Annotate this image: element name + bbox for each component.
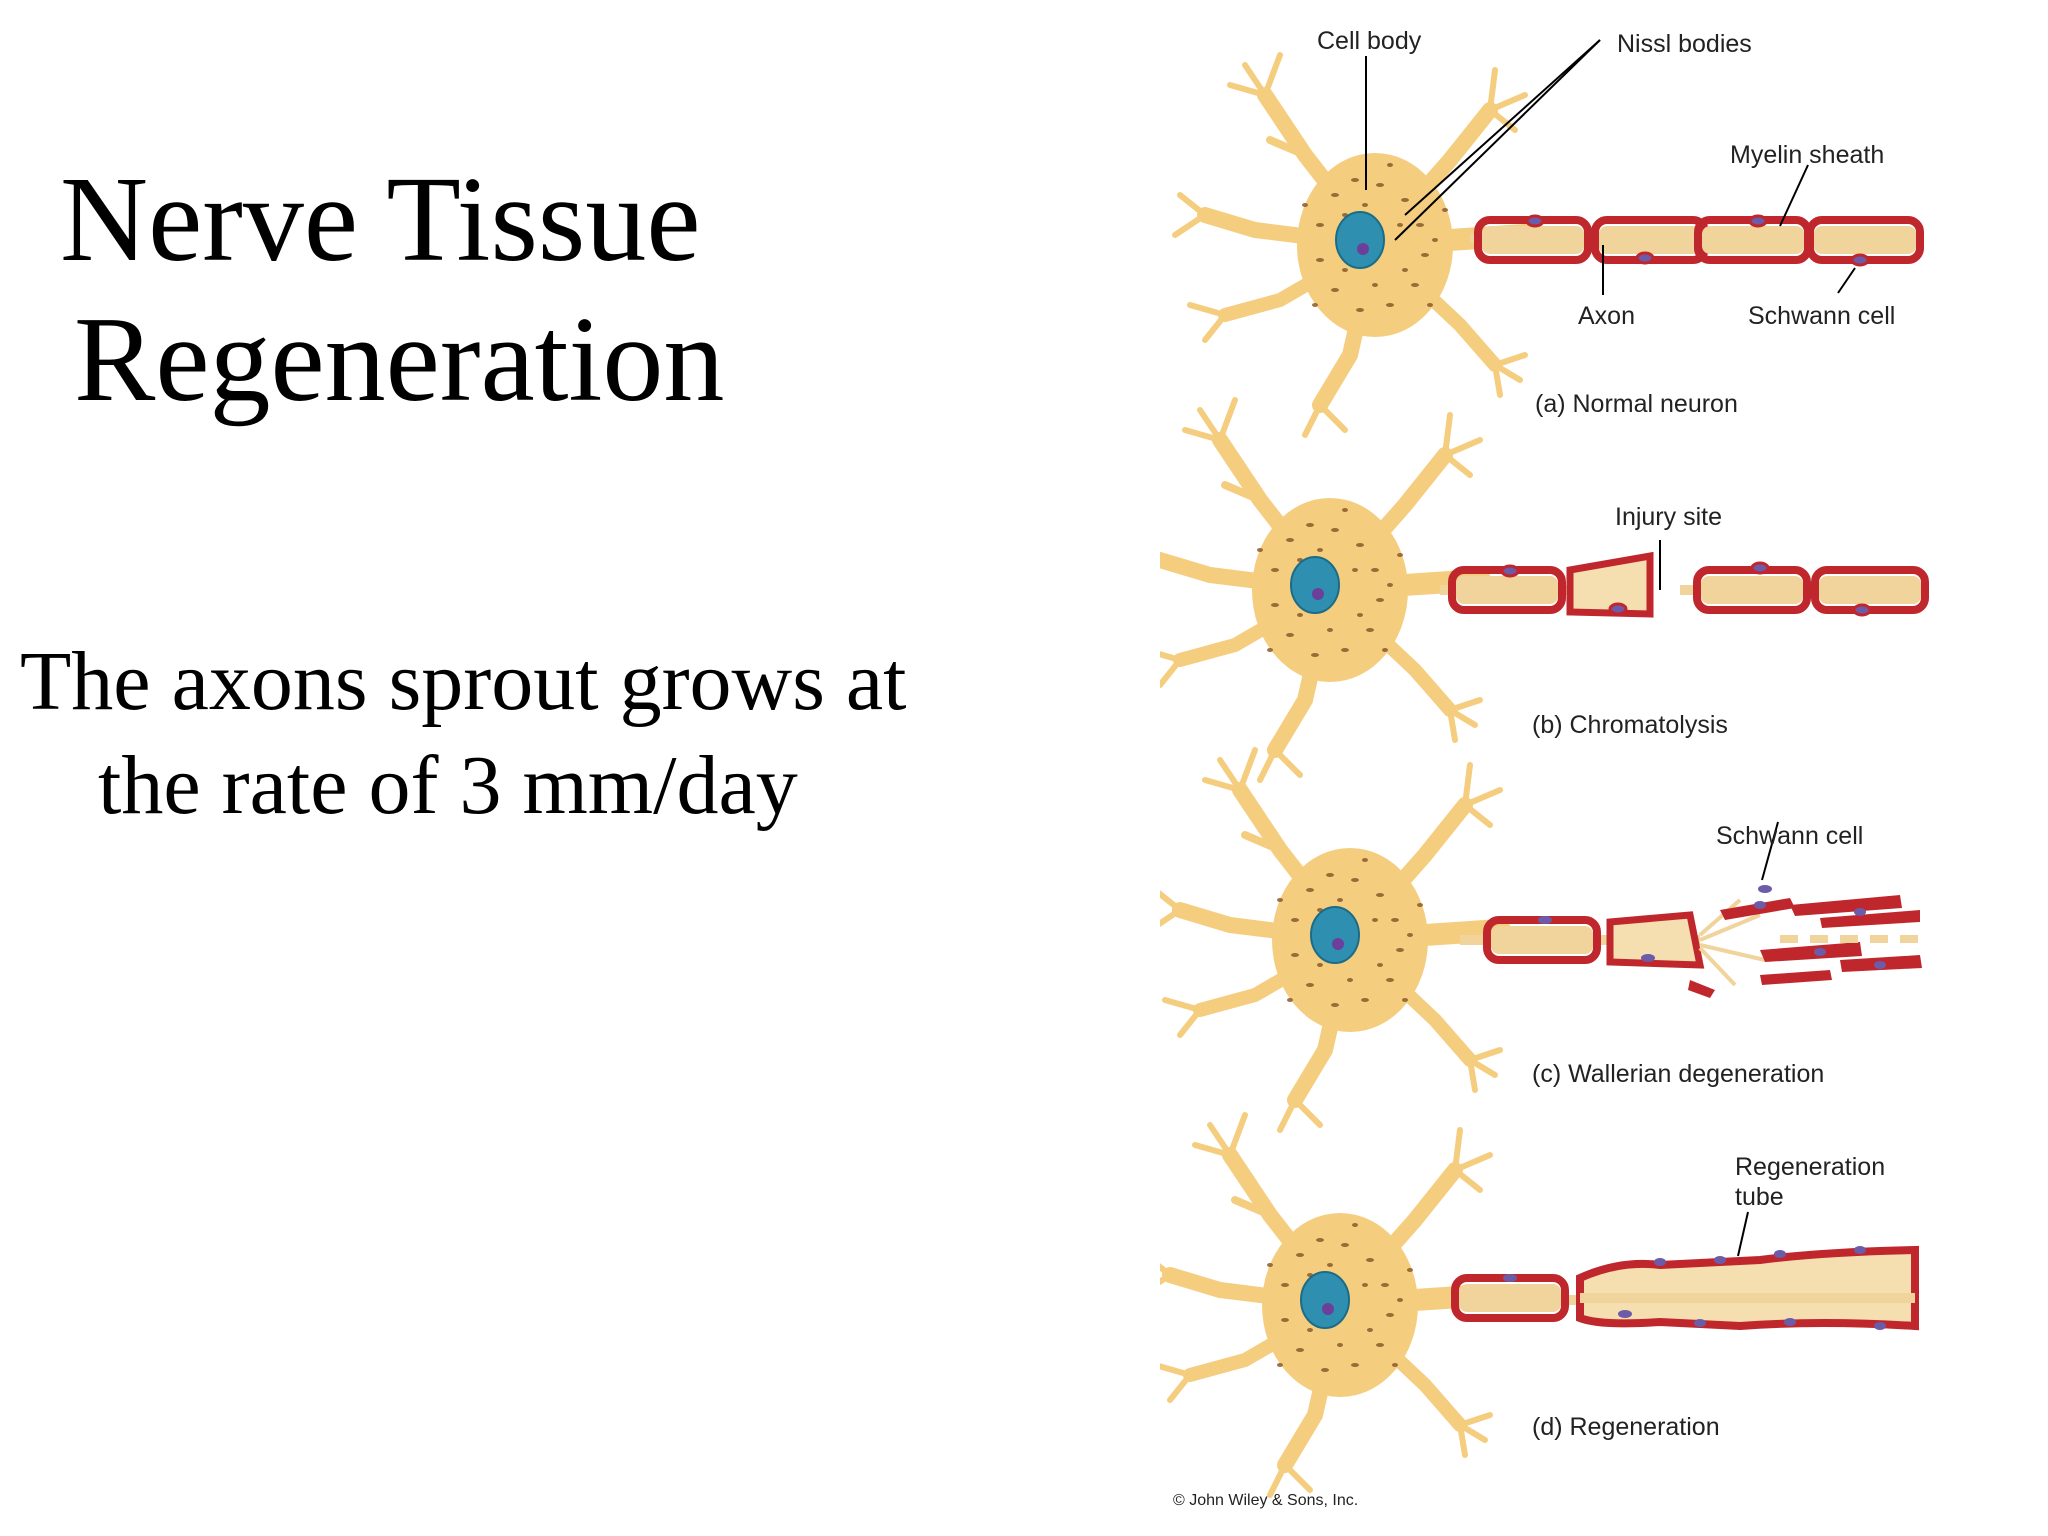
caption-a: (a) Normal neuron [1535,390,1738,418]
caption-d: (d) Regeneration [1532,1413,1720,1441]
body-line-2: the rate of 3 mm/day [98,739,798,832]
label-schwann-cell-c: Schwann cell [1716,822,1863,850]
label-axon: Axon [1578,302,1635,330]
label-cell-body: Cell body [1317,27,1422,55]
label-regeneration-tube-line-2: tube [1735,1183,1784,1211]
label-myelin-sheath: Myelin sheath [1730,141,1884,169]
body-line-1: The axons sprout grows at [20,635,907,728]
panel-d-regeneration: Regeneration tube (d) Regeneration [1160,1115,1919,1495]
panel-c-wallerian-degeneration: Schwann cell (c) Wallerian degeneration [1160,750,1922,1130]
caption-c: (c) Wallerian degeneration [1532,1060,1824,1088]
slide-body-text: The axons sprout grows at the rate of 3 … [20,630,1060,838]
slide-title-line-1: Nerve Tissue [60,152,701,287]
neuron-regeneration-figure: Cell body Nissl bodies Myelin sheath Axo… [1160,27,2048,1509]
label-injury-site: Injury site [1615,503,1722,531]
label-regeneration-tube-line-1: Regeneration [1735,1153,1885,1181]
panel-b-chromatolysis: Injury site (b) Chromatolysis [1160,400,1925,780]
panel-a-normal-neuron: Cell body Nissl bodies Myelin sheath Axo… [1175,27,1920,435]
caption-b: (b) Chromatolysis [1532,711,1728,739]
label-nissl-bodies: Nissl bodies [1617,30,1752,58]
copyright-notice: © John Wiley & Sons, Inc. [1173,1492,1358,1509]
label-schwann-cell: Schwann cell [1748,302,1895,330]
slide-title: Nerve Tissue Regeneration [60,150,860,430]
slide-title-line-2: Regeneration [74,292,725,427]
